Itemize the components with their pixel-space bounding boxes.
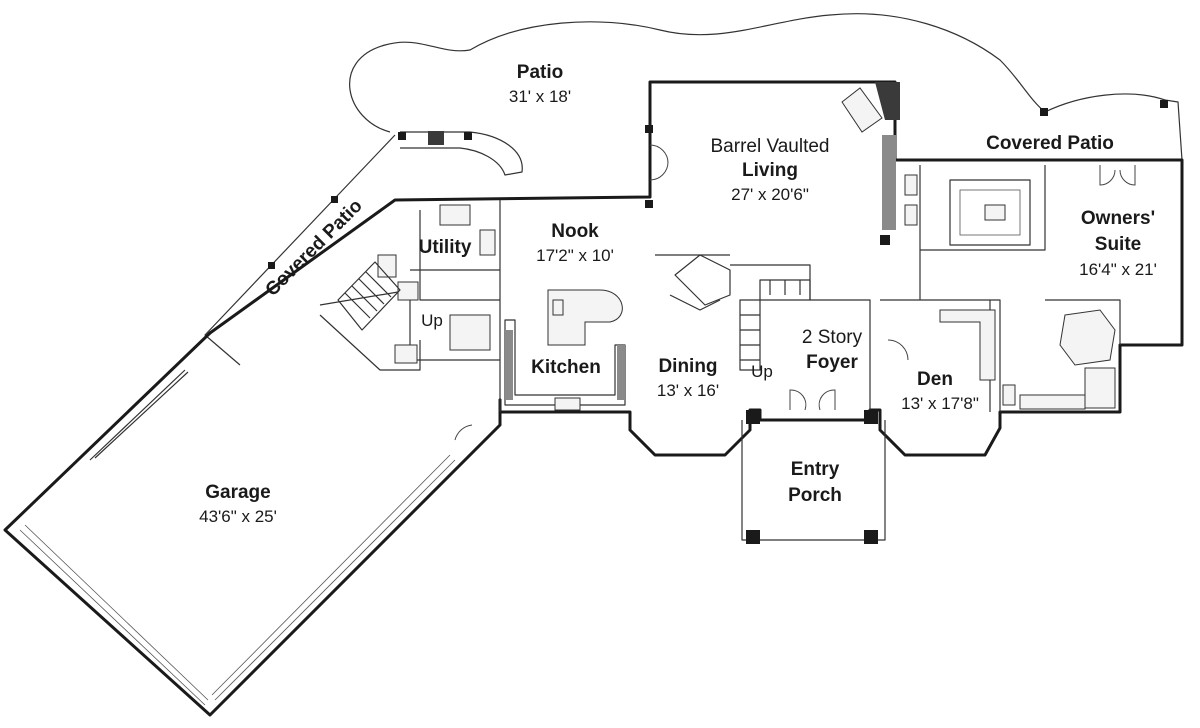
living-dimensions: 27' x 20'6": [731, 185, 809, 204]
master-tub: [1059, 309, 1116, 366]
kitchen-counter-accent: [617, 345, 625, 400]
patio-post: [398, 132, 406, 140]
owners-suite-door: [1099, 165, 1136, 186]
living-label: Living: [742, 160, 798, 181]
garage-door-line: [211, 454, 456, 701]
patio-post: [1160, 100, 1168, 108]
foyer-label: Foyer: [806, 352, 858, 373]
owners-suite-tray-ceiling: [959, 189, 1021, 236]
front-door: [789, 389, 836, 411]
living-patio-door: [649, 144, 669, 181]
bath-fixture: [377, 254, 397, 278]
house-walls: [208, 80, 1184, 457]
porch-post: [864, 410, 878, 424]
porch-post: [746, 410, 760, 424]
foyer-prefix-label: 2 Story: [802, 327, 863, 348]
utility-label: Utility: [419, 237, 472, 258]
nook-dimensions: 17'2" x 10': [536, 246, 614, 265]
covered-patio-post: [331, 196, 338, 203]
patio-dimensions: 31' x 18': [509, 87, 571, 106]
left-stair-wall: [319, 314, 421, 371]
covered-patio-post: [268, 262, 275, 269]
nook-label: Nook: [551, 221, 599, 242]
utility-appliance: [479, 229, 496, 256]
garage-walls: [3, 331, 502, 717]
porch-post: [746, 530, 760, 544]
garage-label: Garage: [205, 482, 270, 503]
garage-inner-wall: [89, 369, 189, 461]
left-stair: [337, 261, 401, 331]
dining-label: Dining: [658, 356, 717, 377]
center-stair-up-label: Up: [751, 362, 773, 381]
entry-porch-outline: [741, 420, 886, 541]
den-door: [887, 339, 909, 361]
powder-sink: [449, 314, 491, 351]
entry-porch-label-line1: Entry: [791, 459, 840, 480]
column: [645, 200, 653, 208]
left-stair-up-label: Up: [421, 311, 443, 330]
patio-post: [464, 132, 472, 140]
living-fireplace-wall: [875, 82, 900, 120]
owners-suite-label-line2: Suite: [1095, 234, 1141, 255]
owners-suite-dimensions: 16'4" x 21': [1079, 260, 1157, 279]
bath-toilet: [904, 204, 918, 226]
garage-door-line: [19, 524, 209, 706]
covered-patio-left-label: Covered Patio: [262, 196, 367, 301]
entry-porch-label-line2: Porch: [788, 485, 842, 506]
porch-post: [864, 530, 878, 544]
column: [880, 235, 890, 245]
kitchen-counter-accent: [505, 330, 513, 400]
center-stair: [739, 279, 811, 371]
bath-toilet: [904, 174, 918, 196]
den-label: Den: [917, 369, 953, 390]
nook-bay: [674, 254, 731, 306]
bath-fixture: [397, 281, 419, 301]
powder-fixture: [394, 344, 418, 364]
living-prefix-label: Barrel Vaulted: [711, 136, 830, 157]
bath-toilet: [1002, 384, 1016, 406]
living-fireplace: [841, 87, 883, 133]
owners-suite-bed: [984, 204, 1006, 221]
living-column: [882, 135, 896, 230]
kitchen-counter: [504, 319, 626, 406]
patio-curved-seat-wall: [400, 131, 523, 176]
master-shower: [1084, 367, 1116, 409]
owners-suite-label-line1: Owners': [1081, 208, 1155, 229]
garage-dimensions: 43'6" x 25': [199, 507, 277, 526]
interior-walls: [319, 165, 1121, 412]
den-desk: [939, 309, 996, 381]
utility-appliance: [439, 204, 471, 226]
garage-door-swing: [454, 424, 473, 441]
kitchen-island: [547, 289, 623, 346]
covered-patio-right-label: Covered Patio: [986, 133, 1114, 154]
patio-label: Patio: [517, 62, 563, 83]
owners-suite-tray-ceiling: [949, 179, 1031, 246]
master-vanity: [1019, 394, 1086, 410]
patio-post: [1040, 108, 1048, 116]
kitchen-sink: [554, 397, 581, 411]
column: [645, 125, 653, 133]
kitchen-island-sink: [552, 299, 564, 316]
nook-bay: [669, 294, 721, 311]
patio-planter: [428, 131, 444, 145]
den-dimensions: 13' x 17'8": [901, 394, 979, 413]
dining-dimensions: 13' x 16': [657, 381, 719, 400]
kitchen-label: Kitchen: [531, 357, 601, 378]
